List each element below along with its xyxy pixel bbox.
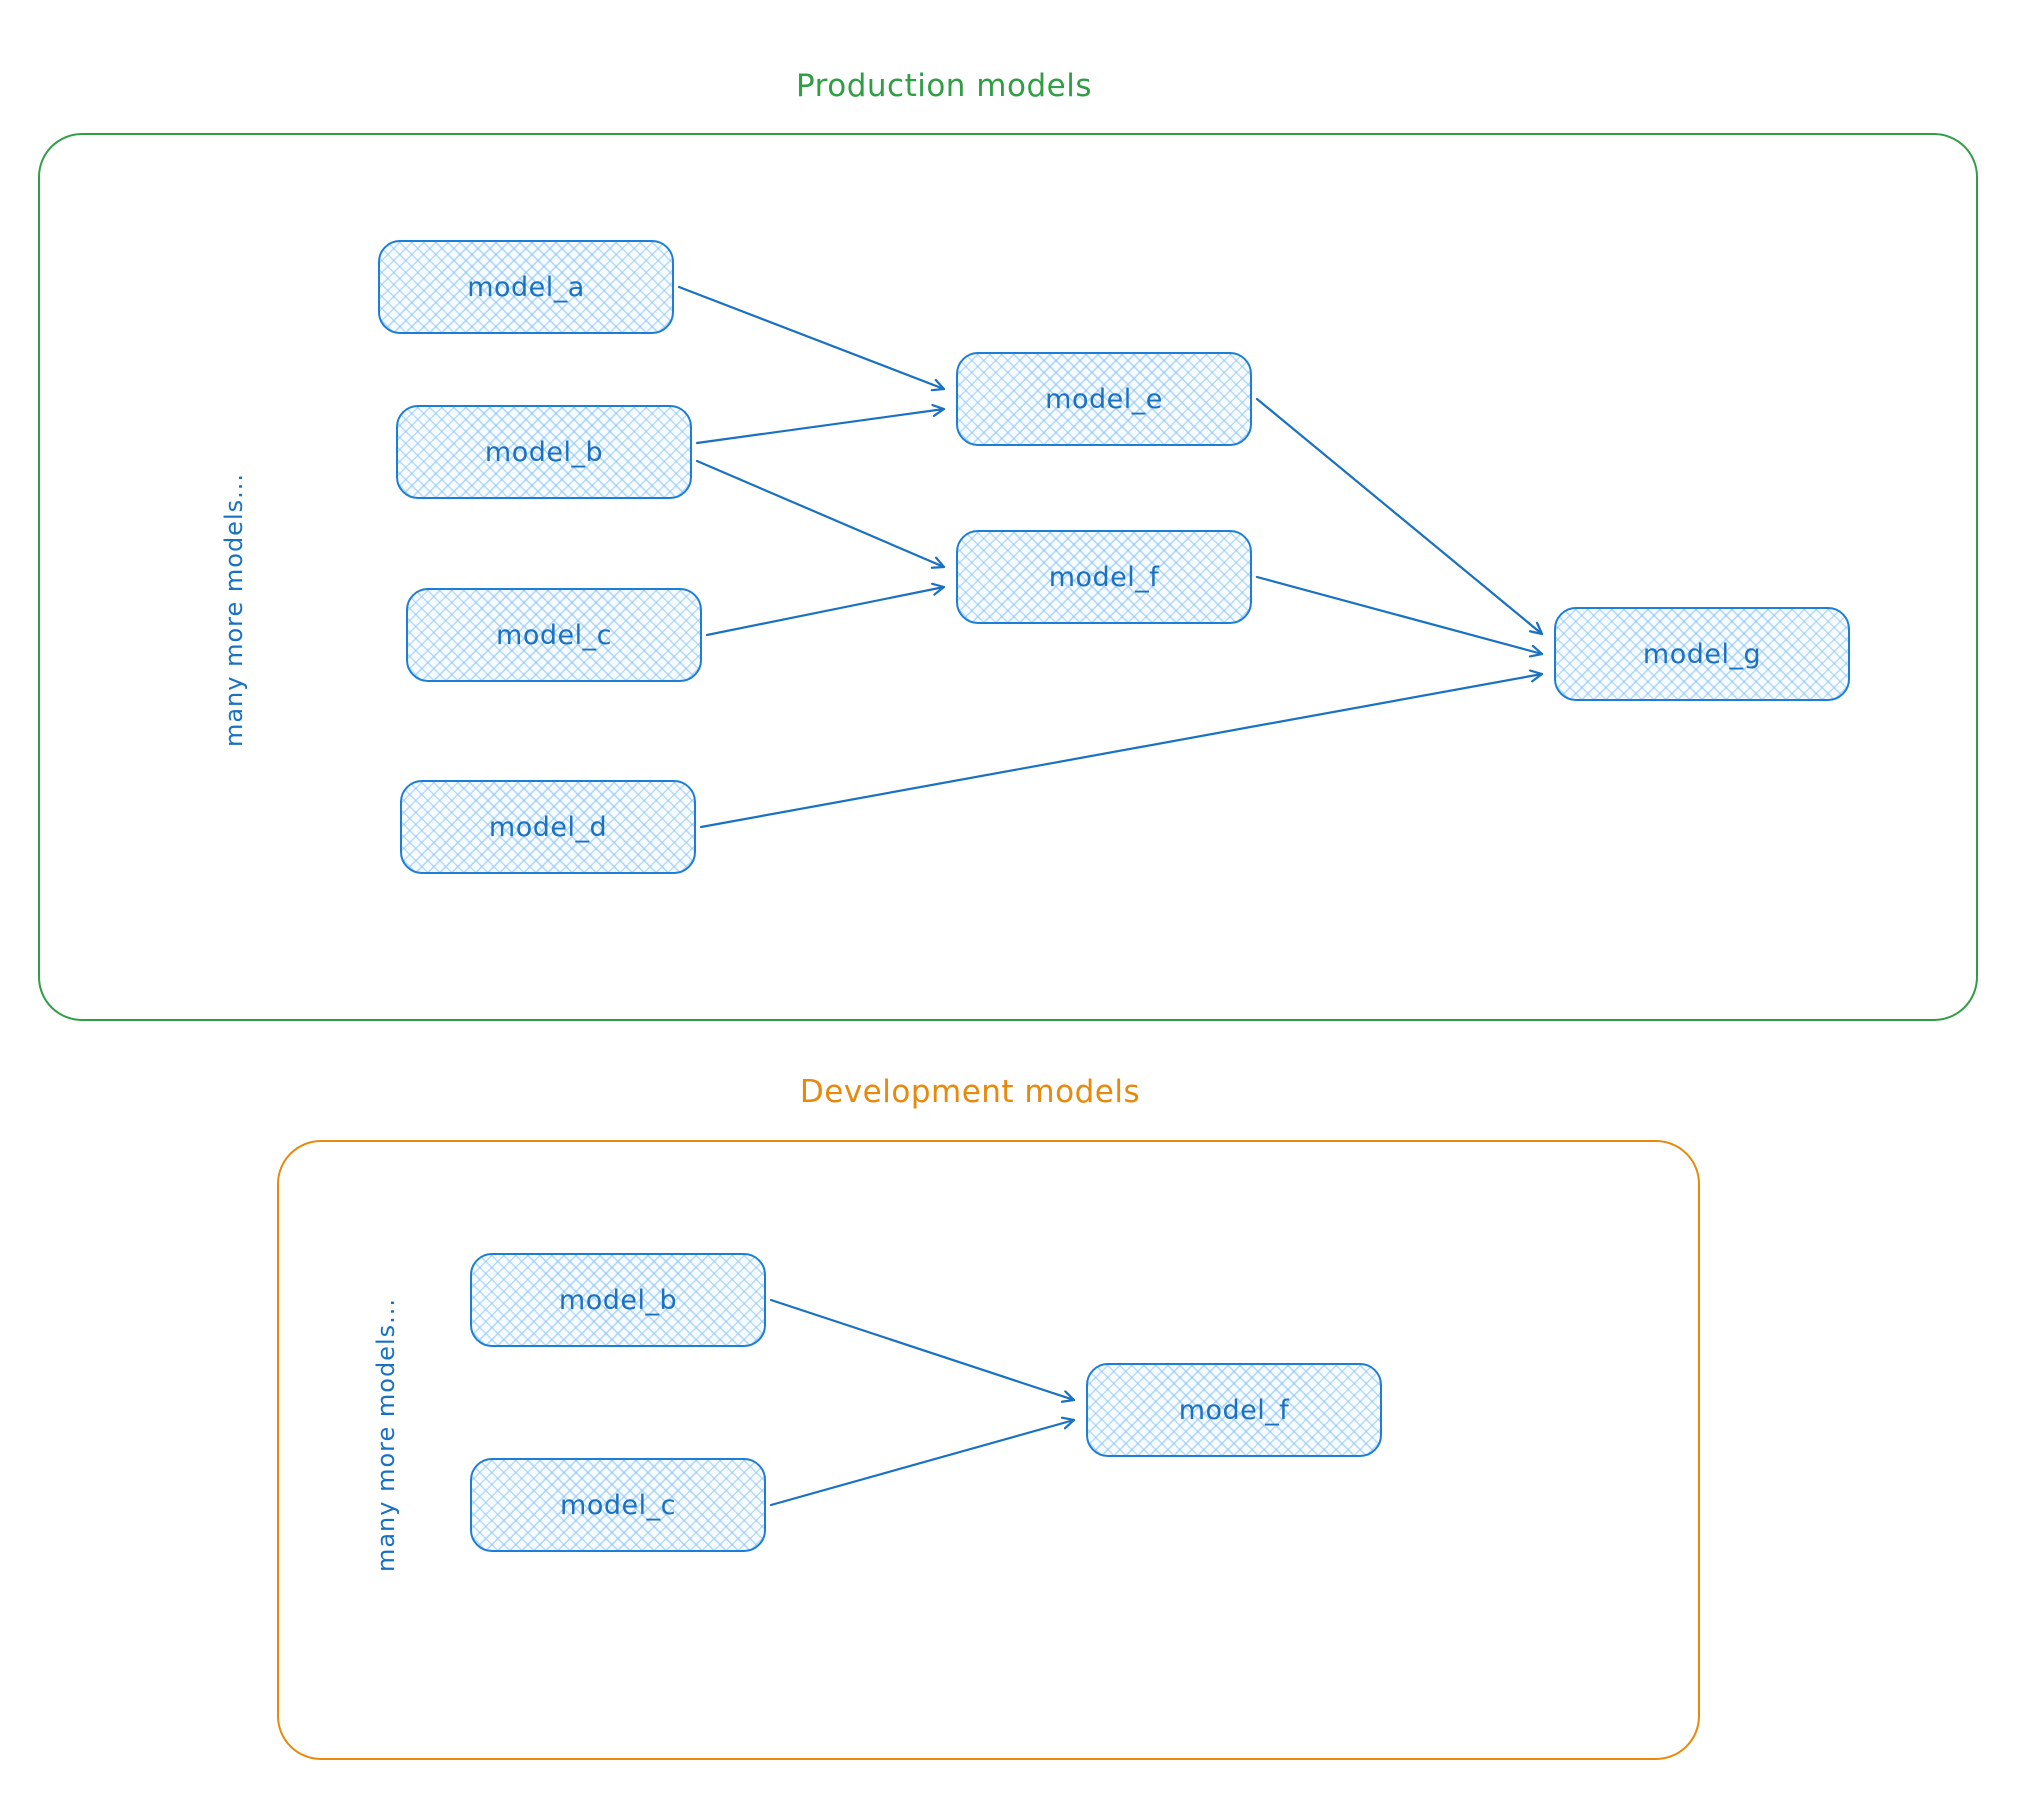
node-label-model-b: model_b: [484, 436, 604, 468]
node-production-model-b: model_b: [396, 405, 692, 499]
development-section-title: Development models: [799, 1074, 1141, 1110]
production-more-models-label: many more models...: [220, 473, 248, 748]
production-section-title: Production models: [796, 68, 1092, 104]
node-label-dev-model-c: model_c: [560, 1489, 676, 1521]
node-label-model-d: model_d: [488, 811, 608, 843]
node-label-model-e: model_e: [1045, 383, 1163, 415]
production-section-frame: [38, 133, 1978, 1021]
node-development-model-f: model_f: [1086, 1363, 1382, 1457]
node-label-dev-model-f: model_f: [1178, 1394, 1290, 1426]
node-production-model-f: model_f: [956, 530, 1252, 624]
node-production-model-g: model_g: [1554, 607, 1850, 701]
node-production-model-e: model_e: [956, 352, 1252, 446]
node-label-model-f: model_f: [1048, 561, 1160, 593]
development-section-frame: [277, 1140, 1700, 1760]
node-label-model-a: model_a: [467, 271, 585, 303]
node-production-model-a: model_a: [378, 240, 674, 334]
node-development-model-b: model_b: [470, 1253, 766, 1347]
development-more-models-label: many more models...: [372, 1298, 400, 1573]
node-label-model-g: model_g: [1642, 638, 1762, 670]
node-label-model-c: model_c: [496, 619, 612, 651]
node-development-model-c: model_c: [470, 1458, 766, 1552]
node-label-dev-model-b: model_b: [558, 1284, 678, 1316]
node-production-model-d: model_d: [400, 780, 696, 874]
node-production-model-c: model_c: [406, 588, 702, 682]
